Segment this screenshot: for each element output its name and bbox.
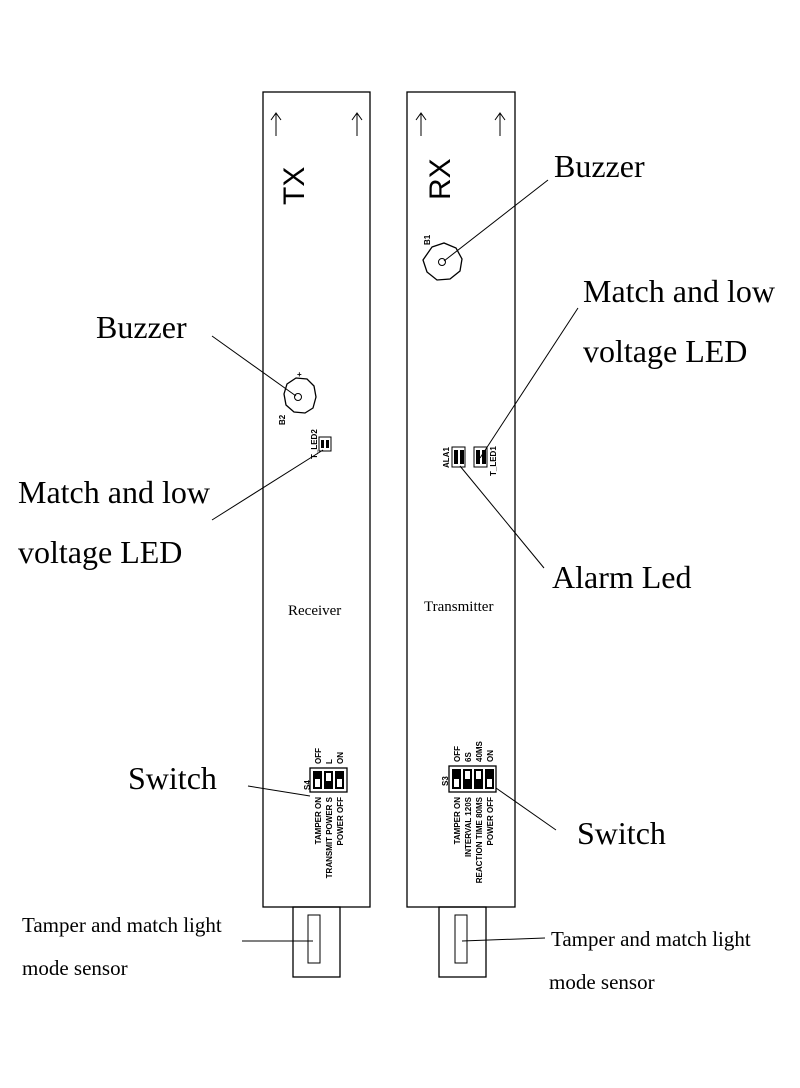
- dip-switch-icon: [309, 767, 348, 793]
- tx-switch-ref: S4: [303, 780, 312, 790]
- tx-sensor-callout-line1: Tamper and match light: [22, 913, 222, 937]
- rx-alarm-callout: Alarm Led: [552, 559, 692, 595]
- arrow-up-icon: [494, 112, 506, 136]
- leader-lines: [211, 179, 579, 942]
- tx-switch-top-0: OFF: [314, 748, 323, 764]
- rx-switch-top-2: 40MS: [475, 740, 484, 762]
- rx-switch-bottom-2: REACTION TIME 80MS: [475, 796, 484, 883]
- tx-buzzer-polarity: +: [297, 370, 302, 379]
- led-icon: [318, 436, 332, 452]
- tx-switch-callout: Switch: [128, 760, 217, 796]
- rx-sensor-callout-line1: Tamper and match light: [551, 927, 751, 951]
- rx-switch-callout: Switch: [577, 815, 666, 851]
- rx-board-name: Transmitter: [424, 599, 493, 615]
- rx-switch-ref: S3: [441, 776, 450, 786]
- tx-board-name: Receiver: [288, 603, 341, 619]
- rx-led-callout-line1: Match and low: [583, 273, 775, 309]
- tx-board: TX + B2 T_LED2 Receiver S4 OFF L: [262, 91, 371, 978]
- rx-board: RX B1 ALA1 T_LED1 Transmitter: [406, 91, 516, 978]
- tx-board-title: TX: [278, 167, 311, 205]
- tx-led-ref: T_LED2: [310, 429, 319, 459]
- rx-alarm-led-ref: ALA1: [442, 447, 451, 468]
- rx-switch-bottom-0: TAMPER ON: [453, 797, 462, 845]
- rx-buzzer-callout: Buzzer: [554, 148, 645, 184]
- tx-switch-bottom-1: TRANSMIT POWER S: [325, 796, 334, 878]
- tx-switch-bottom-2: POWER OFF: [336, 797, 345, 846]
- rx-buzzer-leader: [443, 179, 549, 262]
- callouts: Buzzer Match and low voltage LED Switch …: [18, 148, 775, 994]
- rx-led-leader: [479, 307, 579, 459]
- arrow-up-icon: [415, 112, 427, 136]
- rx-switch-top-0: OFF: [453, 746, 462, 762]
- tx-switch-bottom-0: TAMPER ON: [314, 797, 323, 845]
- rx-sensor-callout-line2: mode sensor: [549, 970, 655, 994]
- tx-led-leader: [211, 449, 324, 521]
- buzzer-icon: [422, 242, 463, 281]
- dip-switch-icon: [448, 765, 497, 793]
- arrow-up-icon: [270, 112, 282, 136]
- tx-led-callout-line1: Match and low: [18, 474, 210, 510]
- tx-buzzer-callout: Buzzer: [96, 309, 187, 345]
- rx-switch-bottom-1: INTERVAL 120S: [464, 796, 473, 857]
- rx-buzzer-ref: B1: [423, 234, 432, 245]
- rx-sensor-leader: [461, 937, 546, 942]
- rx-alarm-leader: [459, 465, 545, 569]
- rx-led-ref: T_LED1: [489, 446, 498, 476]
- rx-switch-leader: [495, 787, 557, 831]
- tx-led-callout-line2: voltage LED: [18, 534, 182, 570]
- tx-buzzer-ref: B2: [278, 414, 287, 425]
- rx-led-callout-line2: voltage LED: [583, 333, 747, 369]
- tx-buzzer-leader: [211, 335, 297, 397]
- sensor-icon: [438, 906, 487, 978]
- rx-switch-top-3: ON: [486, 750, 495, 762]
- rx-board-title: RX: [424, 158, 457, 200]
- tx-switch-top-2: ON: [336, 752, 345, 764]
- tx-switch-top-1: L: [325, 759, 334, 764]
- tx-sensor-callout-line2: mode sensor: [22, 956, 128, 980]
- rx-switch-bottom-3: POWER OFF: [486, 797, 495, 846]
- sensor-icon: [292, 906, 341, 978]
- buzzer-icon: [283, 377, 317, 414]
- rx-switch-top-1: 6S: [464, 752, 473, 762]
- tx-switch-leader: [247, 785, 311, 797]
- arrow-up-icon: [351, 112, 363, 136]
- led-icon: [451, 446, 466, 468]
- led-icon: [473, 446, 488, 468]
